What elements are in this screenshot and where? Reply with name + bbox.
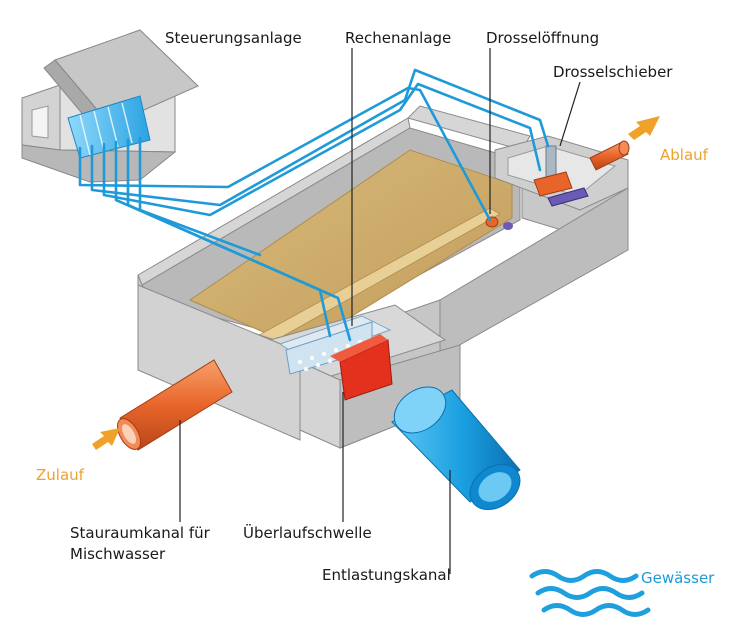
- relief-pipe: [391, 386, 521, 511]
- screen-and-weir: [278, 315, 393, 401]
- water-waves-icon: [529, 569, 651, 617]
- label-stauraumkanal-line2: Mischwasser: [70, 545, 166, 563]
- label-steuerungsanlage: Steuerungsanlage: [165, 29, 302, 47]
- control-building: [21, 29, 199, 183]
- outlet-pipe: [589, 140, 630, 171]
- label-ueberlaufschwelle: Überlaufschwelle: [243, 524, 372, 542]
- label-entlastungskanal: Entlastungskanal: [322, 566, 451, 584]
- label-ablauf: Ablauf: [660, 146, 708, 164]
- leader-lines: [179, 48, 581, 574]
- label-stauraumkanal-line1: Stauraumkanal für: [70, 524, 210, 542]
- flow-arrow-icon: [92, 116, 660, 450]
- label-drosseloeffnung: Drosselöffnung: [486, 29, 600, 47]
- inlet-pipe: [116, 359, 233, 451]
- label-drosselschieber: Drosselschieber: [553, 63, 673, 81]
- control-cables: [78, 68, 550, 342]
- label-gewaesser: Gewässer: [641, 569, 715, 587]
- label-rechenanlage: Rechenanlage: [345, 29, 452, 47]
- label-zulauf: Zulauf: [36, 466, 84, 484]
- throttle-valve: [485, 145, 589, 230]
